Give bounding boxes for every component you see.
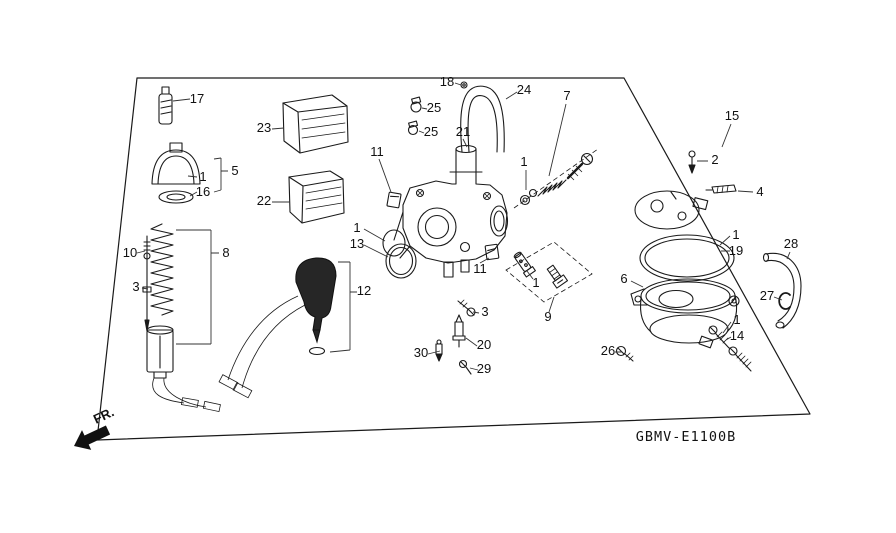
part-10-jet-needle [142, 235, 152, 332]
callout-3a: 3 [132, 279, 139, 294]
part-25-clamp-upper [410, 96, 422, 113]
callout-1a: 1 [199, 169, 206, 184]
callout-3b: 3 [481, 304, 488, 319]
part-16-washer [158, 190, 194, 204]
part-21-vent-tube [455, 148, 477, 173]
callout-20: 20 [477, 337, 491, 352]
callout-1b: 1 [353, 220, 360, 235]
part-30-pin [435, 339, 443, 362]
callout-5: 5 [231, 163, 238, 178]
part-24-fuel-tube [460, 85, 505, 153]
part-11-clamp-upper [386, 191, 402, 209]
part-o-ring [308, 346, 326, 356]
callout-13: 13 [350, 236, 364, 251]
part-6-float-chamber [630, 278, 740, 349]
elbow-wires [218, 295, 306, 399]
callout-labels: 17 5 1 16 10 8 3 23 22 11 1 13 12 18 25 … [123, 74, 798, 376]
part-1-slow-jet [513, 251, 536, 278]
part-9-main-jet [546, 264, 569, 289]
callout-21: 21 [456, 124, 470, 139]
callout-28: 28 [784, 236, 798, 251]
callout-11a: 11 [370, 144, 384, 159]
part-1-washer [382, 229, 406, 257]
callout-1e: 1 [733, 312, 740, 327]
wire-leads [152, 377, 221, 413]
front-arrow-icon [74, 425, 111, 450]
callout-16: 16 [196, 184, 210, 199]
callout-11b: 11 [473, 261, 487, 276]
callout-1d: 1 [732, 227, 739, 242]
part-3-clip [142, 286, 152, 293]
part-26-drain-screw [615, 345, 634, 362]
part-3-screw [457, 299, 476, 317]
front-direction-marker: FR. [74, 404, 116, 450]
jet-set [505, 241, 593, 303]
diagram-code: GBMV-E1100B [636, 429, 736, 445]
part-11-clamp-lower [484, 243, 500, 261]
callout-8: 8 [222, 245, 229, 260]
part-14-screws [708, 325, 752, 372]
part-19-gasket [639, 234, 735, 282]
part-27-tube-clip [778, 292, 791, 310]
part-1-throttle-valve [151, 142, 201, 185]
part-starter-valve-body [146, 325, 174, 379]
part-29-screw [458, 359, 472, 375]
callout-12: 12 [357, 283, 371, 298]
callout-19: 19 [729, 243, 743, 258]
callout-9: 9 [544, 309, 551, 324]
callout-25a: 25 [427, 100, 441, 115]
part-23-cover [282, 94, 349, 154]
callout-30: 30 [414, 345, 428, 360]
callout-1f: 1 [532, 275, 539, 290]
callout-25b: 25 [424, 124, 438, 139]
carburetor-body [393, 144, 509, 278]
callout-17: 17 [190, 91, 204, 106]
front-label: FR. [91, 404, 116, 426]
part-18-clip [460, 81, 468, 89]
callout-18: 18 [440, 74, 454, 89]
diagram-border [96, 77, 811, 441]
leader-lines [136, 82, 791, 371]
callout-10: 10 [123, 245, 137, 260]
callout-4: 4 [756, 184, 763, 199]
callout-29: 29 [477, 361, 491, 376]
callout-22: 22 [257, 193, 271, 208]
part-13-insulator-ring [385, 243, 417, 279]
callout-26: 26 [601, 343, 615, 358]
callout-7: 7 [563, 88, 570, 103]
part-20-float-valve [452, 314, 466, 348]
part-28-drain-tube [762, 252, 802, 329]
callout-1c: 1 [520, 154, 527, 169]
callout-6: 6 [620, 271, 627, 286]
callout-23: 23 [257, 120, 271, 135]
callout-27: 27 [760, 288, 774, 303]
part-22-cover [288, 170, 345, 224]
part-8-spring [150, 223, 174, 316]
callout-2: 2 [711, 152, 718, 167]
part-7-screw-set [513, 148, 599, 209]
part-12-starter-elbow [218, 257, 337, 399]
callout-24: 24 [517, 82, 531, 97]
part-2-float-pin [688, 150, 696, 174]
part-17-needle-holder [158, 86, 173, 125]
part-4-rod [705, 184, 737, 194]
part-float [634, 190, 709, 230]
callout-15: 15 [725, 108, 739, 123]
callout-14: 14 [730, 328, 744, 343]
part-25-clamp-lower [407, 120, 419, 136]
